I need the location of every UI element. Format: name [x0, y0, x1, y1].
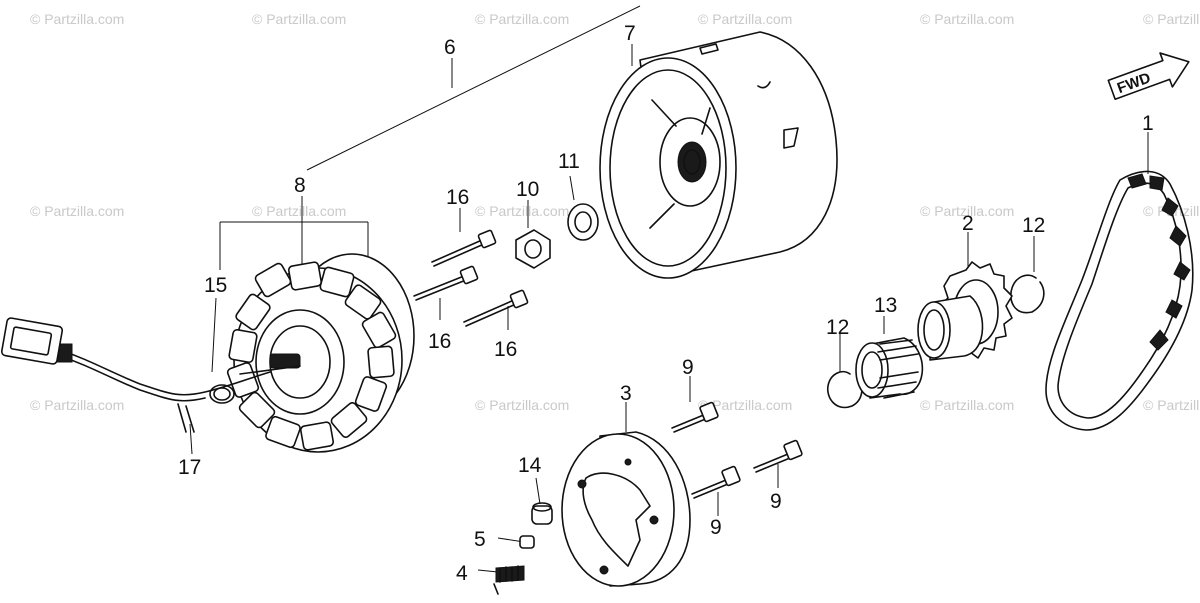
callout-16a: 16: [446, 186, 469, 209]
callout-16c: 16: [494, 338, 517, 361]
starter-gear: [917, 261, 1013, 361]
bolt: [413, 265, 479, 301]
callout-10: 10: [516, 178, 539, 201]
cap: [519, 535, 535, 549]
washer: [567, 203, 599, 241]
watermark: © Partzilla.com: [698, 397, 792, 413]
watermark: © Partzilla.com: [252, 203, 346, 219]
callout-15: 15: [204, 274, 227, 297]
bolt: [671, 401, 719, 433]
callout-3: 3: [620, 382, 632, 405]
circlip: [1010, 274, 1045, 314]
callout-12b: 12: [1022, 214, 1045, 237]
fwd-arrow-icon: FWD: [1107, 52, 1190, 100]
roller: [531, 502, 553, 525]
o-ring: [209, 384, 235, 404]
callout-6: 6: [444, 36, 456, 59]
callout-17: 17: [178, 456, 201, 479]
callout-8: 8: [294, 174, 306, 197]
callout-2: 2: [962, 212, 974, 235]
watermark: © Partzilla.com: [1143, 397, 1200, 413]
watermark: © Partzilla.com: [698, 11, 792, 27]
watermark: © Partzilla.com: [30, 203, 124, 219]
watermark: © Partzilla.com: [30, 11, 124, 27]
wire-harness: [0, 317, 271, 433]
flywheel-nut: [515, 229, 551, 269]
callout-labels: 1 2 3 4 5 6 7 8 9 9 9 10 11 12 12 13 14 …: [178, 22, 1154, 585]
stator-bolts: [413, 229, 529, 327]
watermark: © Partzilla.com: [1143, 11, 1200, 27]
callout-9a: 9: [682, 356, 694, 379]
flywheel: [599, 31, 838, 279]
callout-13: 13: [874, 294, 897, 317]
stator: [226, 253, 415, 453]
watermark: © Partzilla.com: [475, 203, 569, 219]
bolt: [753, 439, 803, 473]
watermark: © Partzilla.com: [920, 11, 1014, 27]
callout-14: 14: [518, 454, 542, 477]
callout-16b: 16: [428, 330, 451, 353]
callout-7: 7: [624, 22, 636, 45]
watermark: © Partzilla.com: [475, 397, 569, 413]
callout-1: 1: [1142, 112, 1154, 135]
watermark: © Partzilla.com: [252, 11, 346, 27]
spring: [493, 565, 525, 595]
callout-12a: 12: [826, 316, 849, 339]
starter-clutch: [561, 431, 691, 587]
callout-9c: 9: [770, 490, 782, 513]
callout-4: 4: [456, 562, 468, 585]
watermark: © Partzilla.com: [30, 397, 124, 413]
callout-11: 11: [558, 150, 580, 173]
bolt: [431, 229, 497, 267]
bolt: [691, 465, 741, 499]
bolt: [463, 289, 529, 327]
watermark: © Partzilla.com: [920, 203, 1014, 219]
starter-chain: [1045, 170, 1194, 431]
callout-5: 5: [474, 528, 486, 551]
watermark: © Partzilla.com: [920, 397, 1014, 413]
callout-9b: 9: [710, 516, 722, 539]
leader-lines: [189, 5, 1149, 573]
clutch-bolts: [671, 401, 803, 499]
needle-bearing: [855, 337, 924, 399]
watermark: © Partzilla.com: [475, 11, 569, 27]
